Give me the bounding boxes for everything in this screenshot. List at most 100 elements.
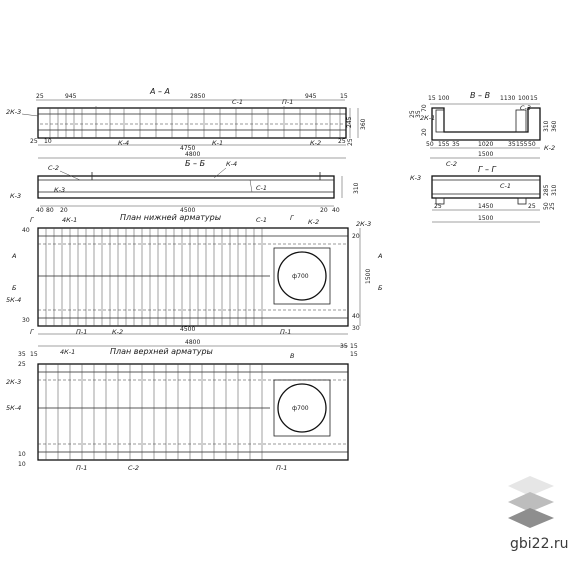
svg-text:15: 15: [350, 343, 358, 350]
svg-text:155: 155: [438, 141, 450, 148]
svg-text:4К-1: 4К-1: [62, 216, 77, 224]
svg-text:5К-4: 5К-4: [6, 404, 21, 412]
plan-upper: План верхней арматуры ф700 4К-1 В 2К-3 5…: [6, 343, 358, 472]
svg-text:25: 25: [30, 138, 38, 145]
svg-text:100: 100: [518, 95, 530, 102]
svg-text:2К-3: 2К-3: [6, 378, 21, 386]
svg-text:310: 310: [551, 184, 558, 196]
svg-text:4500: 4500: [180, 207, 195, 214]
svg-text:ф700: ф700: [292, 405, 309, 412]
svg-text:20: 20: [320, 207, 328, 214]
section-vv: В – В 15 100 1130 100 15 50 155 35 1020 …: [409, 91, 558, 159]
svg-text:Г: Г: [30, 216, 35, 224]
svg-text:25: 25: [549, 202, 556, 210]
svg-text:20: 20: [60, 207, 68, 214]
svg-text:50: 50: [528, 141, 536, 148]
svg-text:С-1: С-1: [232, 98, 243, 106]
svg-text:25: 25: [409, 110, 416, 118]
svg-text:2К-3: 2К-3: [6, 108, 21, 116]
svg-text:П-1: П-1: [76, 328, 87, 336]
svg-text:С-1: С-1: [256, 184, 267, 192]
svg-text:Б: Б: [378, 284, 383, 292]
svg-text:40: 40: [22, 227, 30, 234]
svg-text:К-3: К-3: [410, 174, 421, 182]
svg-text:С-2: С-2: [446, 160, 457, 168]
svg-text:25: 25: [18, 361, 26, 368]
svg-text:35: 35: [452, 141, 460, 148]
svg-text:100: 100: [438, 95, 450, 102]
plan-lower: План нижней арматуры ф700 4500 4800 1500…: [6, 213, 383, 347]
svg-text:П-1: П-1: [276, 464, 287, 472]
svg-text:25: 25: [528, 203, 536, 210]
svg-text:35: 35: [508, 141, 516, 148]
svg-text:4500: 4500: [180, 326, 195, 333]
svg-text:360: 360: [551, 120, 558, 132]
svg-text:20: 20: [352, 233, 360, 240]
svg-text:П-1: П-1: [76, 464, 87, 472]
svg-text:2К-1: 2К-1: [420, 114, 435, 122]
svg-text:310: 310: [543, 120, 550, 132]
svg-text:155: 155: [516, 141, 528, 148]
svg-text:50: 50: [543, 202, 550, 210]
svg-text:945: 945: [65, 93, 77, 100]
svg-text:1500: 1500: [478, 151, 493, 158]
svg-text:20: 20: [421, 128, 428, 136]
svg-text:30: 30: [22, 317, 30, 324]
svg-text:1130: 1130: [500, 95, 515, 102]
svg-text:50: 50: [426, 141, 434, 148]
svg-text:15: 15: [428, 95, 436, 102]
svg-text:10: 10: [44, 138, 52, 145]
svg-text:К-3: К-3: [10, 192, 21, 200]
svg-text:245: 245: [346, 116, 353, 128]
svg-text:10: 10: [18, 451, 26, 458]
svg-text:С-2: С-2: [128, 464, 139, 472]
svg-text:4800: 4800: [185, 339, 200, 346]
svg-text:945: 945: [305, 93, 317, 100]
svg-text:310: 310: [353, 182, 360, 194]
svg-text:Г: Г: [30, 328, 35, 336]
svg-text:5К-4: 5К-4: [6, 296, 21, 304]
svg-text:15: 15: [340, 93, 348, 100]
svg-text:1500: 1500: [478, 215, 493, 222]
svg-text:40: 40: [332, 207, 340, 214]
svg-text:40: 40: [352, 313, 360, 320]
svg-text:План верхней арматуры: План верхней арматуры: [110, 347, 213, 356]
svg-text:План нижней арматуры: План нижней арматуры: [120, 213, 221, 222]
section-gg: Г – Г 25 1450 25 1500 285 310 50 25 С-2 …: [410, 160, 558, 223]
svg-text:285: 285: [543, 184, 550, 196]
site-logo-text: gbi22.ru: [510, 536, 569, 552]
section-aa-title: А – А: [149, 87, 170, 96]
svg-text:К-2: К-2: [112, 328, 123, 336]
svg-text:1450: 1450: [478, 203, 493, 210]
svg-text:В: В: [290, 352, 295, 360]
svg-text:40: 40: [36, 207, 44, 214]
svg-text:К-4: К-4: [118, 139, 129, 147]
svg-text:Г – Г: Г – Г: [478, 165, 497, 174]
svg-text:Б: Б: [12, 284, 17, 292]
section-bb: Б – Б 40 80 20 4500 20 40 310 С-2 К-4 К-…: [10, 159, 360, 214]
svg-text:2К-3: 2К-3: [356, 220, 371, 228]
svg-text:К-3: К-3: [54, 186, 65, 194]
svg-text:25: 25: [434, 203, 442, 210]
svg-text:2850: 2850: [190, 93, 205, 100]
svg-text:35: 35: [18, 351, 26, 358]
svg-text:ф700: ф700: [292, 273, 309, 280]
svg-text:80: 80: [46, 207, 54, 214]
svg-text:С-2: С-2: [48, 164, 59, 172]
svg-text:В – В: В – В: [470, 91, 490, 100]
svg-text:К-2: К-2: [544, 144, 555, 152]
svg-text:Б – Б: Б – Б: [185, 159, 206, 168]
svg-text:30: 30: [352, 325, 360, 332]
svg-text:35: 35: [340, 343, 348, 350]
svg-text:4750: 4750: [180, 145, 195, 152]
svg-text:10: 10: [18, 461, 26, 468]
svg-text:15: 15: [30, 351, 38, 358]
svg-text:35: 35: [415, 110, 422, 118]
svg-text:П-1: П-1: [280, 328, 291, 336]
svg-text:70: 70: [421, 104, 428, 112]
svg-text:15: 15: [350, 351, 358, 358]
svg-text:1020: 1020: [478, 141, 493, 148]
svg-text:Г: Г: [290, 214, 295, 222]
